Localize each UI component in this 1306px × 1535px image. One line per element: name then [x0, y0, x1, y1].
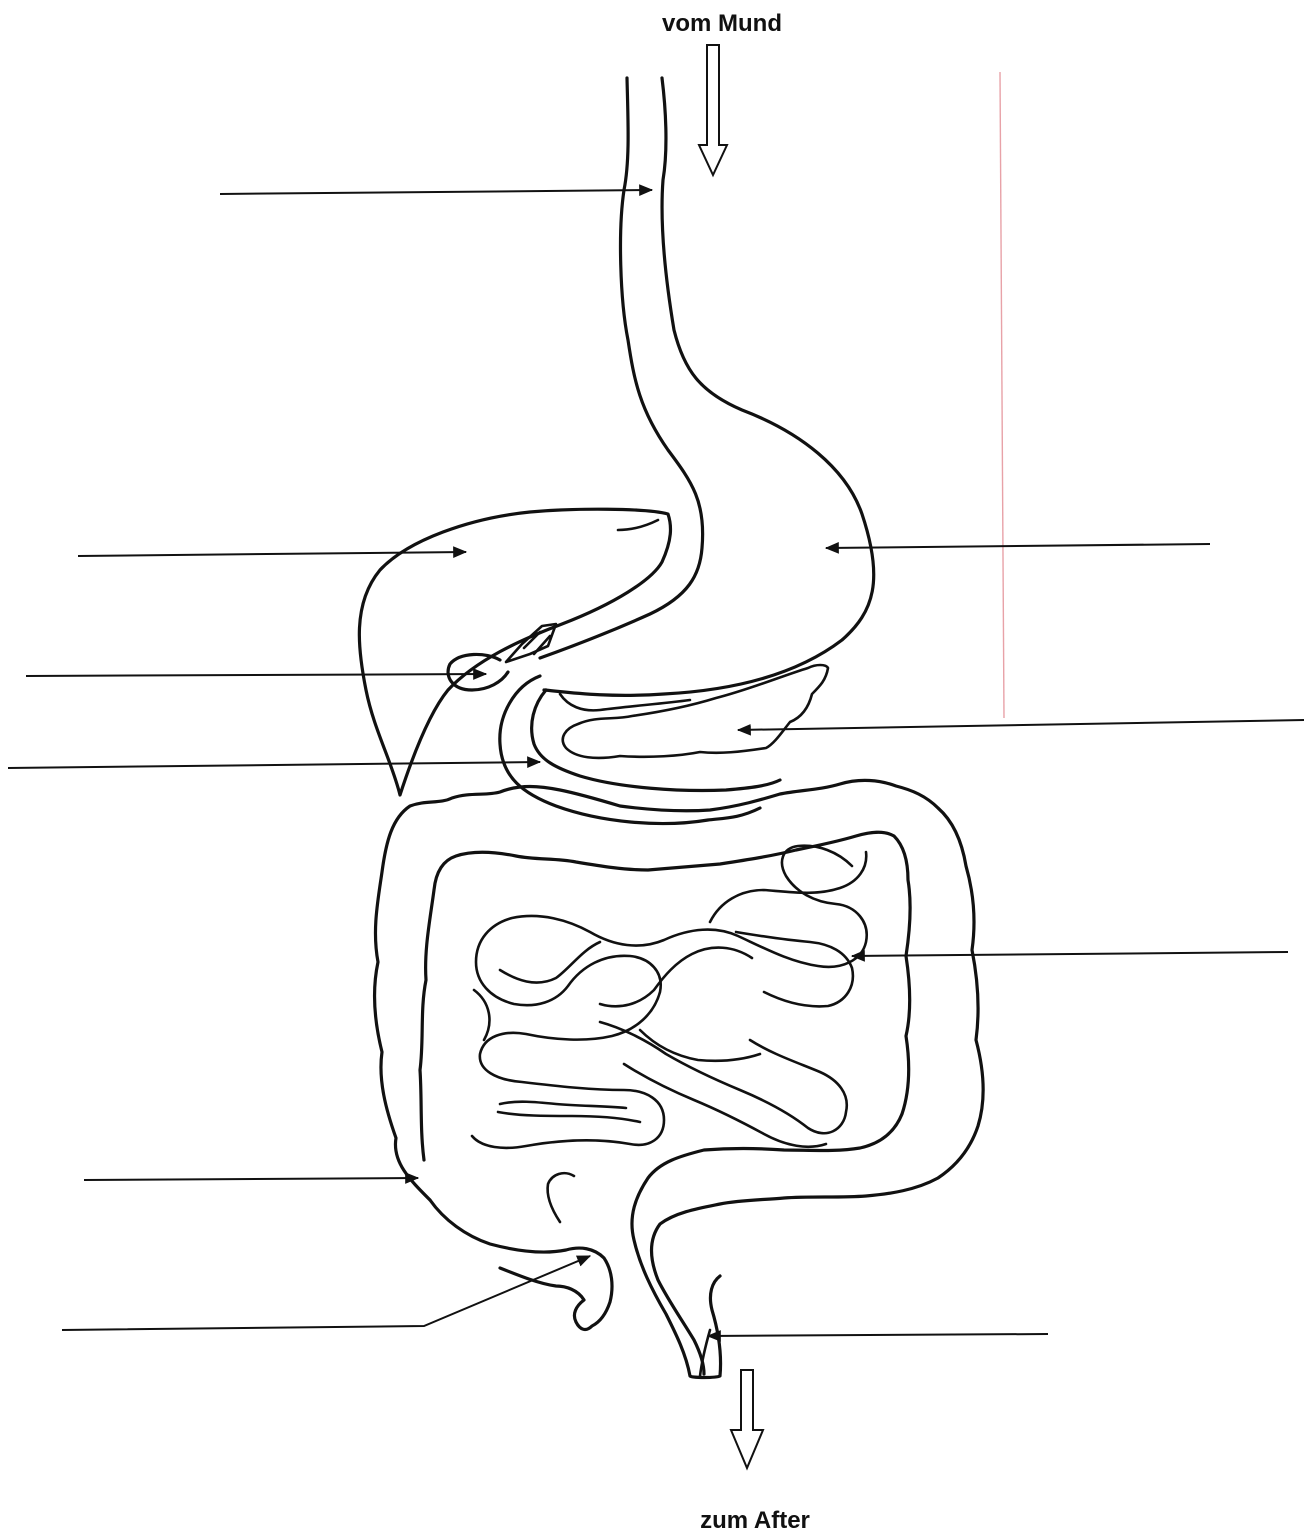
duodenum — [500, 676, 780, 824]
leader-line-large-intestine — [84, 1178, 418, 1180]
caption-from-mouth: vom Mund — [662, 10, 782, 37]
leader-line-esophagus — [220, 190, 652, 194]
leader-line-duodenum — [8, 762, 540, 768]
leader-line-rectum — [708, 1334, 1048, 1336]
label-leaders — [8, 190, 1304, 1336]
small-intestine — [472, 846, 867, 1148]
leader-line-appendix — [62, 1256, 590, 1330]
leader-line-pancreas — [738, 720, 1304, 730]
pancreas — [560, 665, 828, 758]
leader-line-small-intestine — [852, 952, 1288, 956]
margin-line — [1000, 72, 1004, 718]
leader-line-stomach — [826, 544, 1210, 548]
flow-arrow-down-bottom — [731, 1370, 763, 1468]
caption-to-anus: zum After — [700, 1507, 810, 1534]
leader-line-liver — [78, 552, 466, 556]
esophagus-stomach — [540, 78, 874, 695]
leader-line-gallbladder — [26, 674, 486, 676]
flow-arrow-down-top — [699, 45, 727, 175]
large-intestine — [375, 780, 984, 1377]
